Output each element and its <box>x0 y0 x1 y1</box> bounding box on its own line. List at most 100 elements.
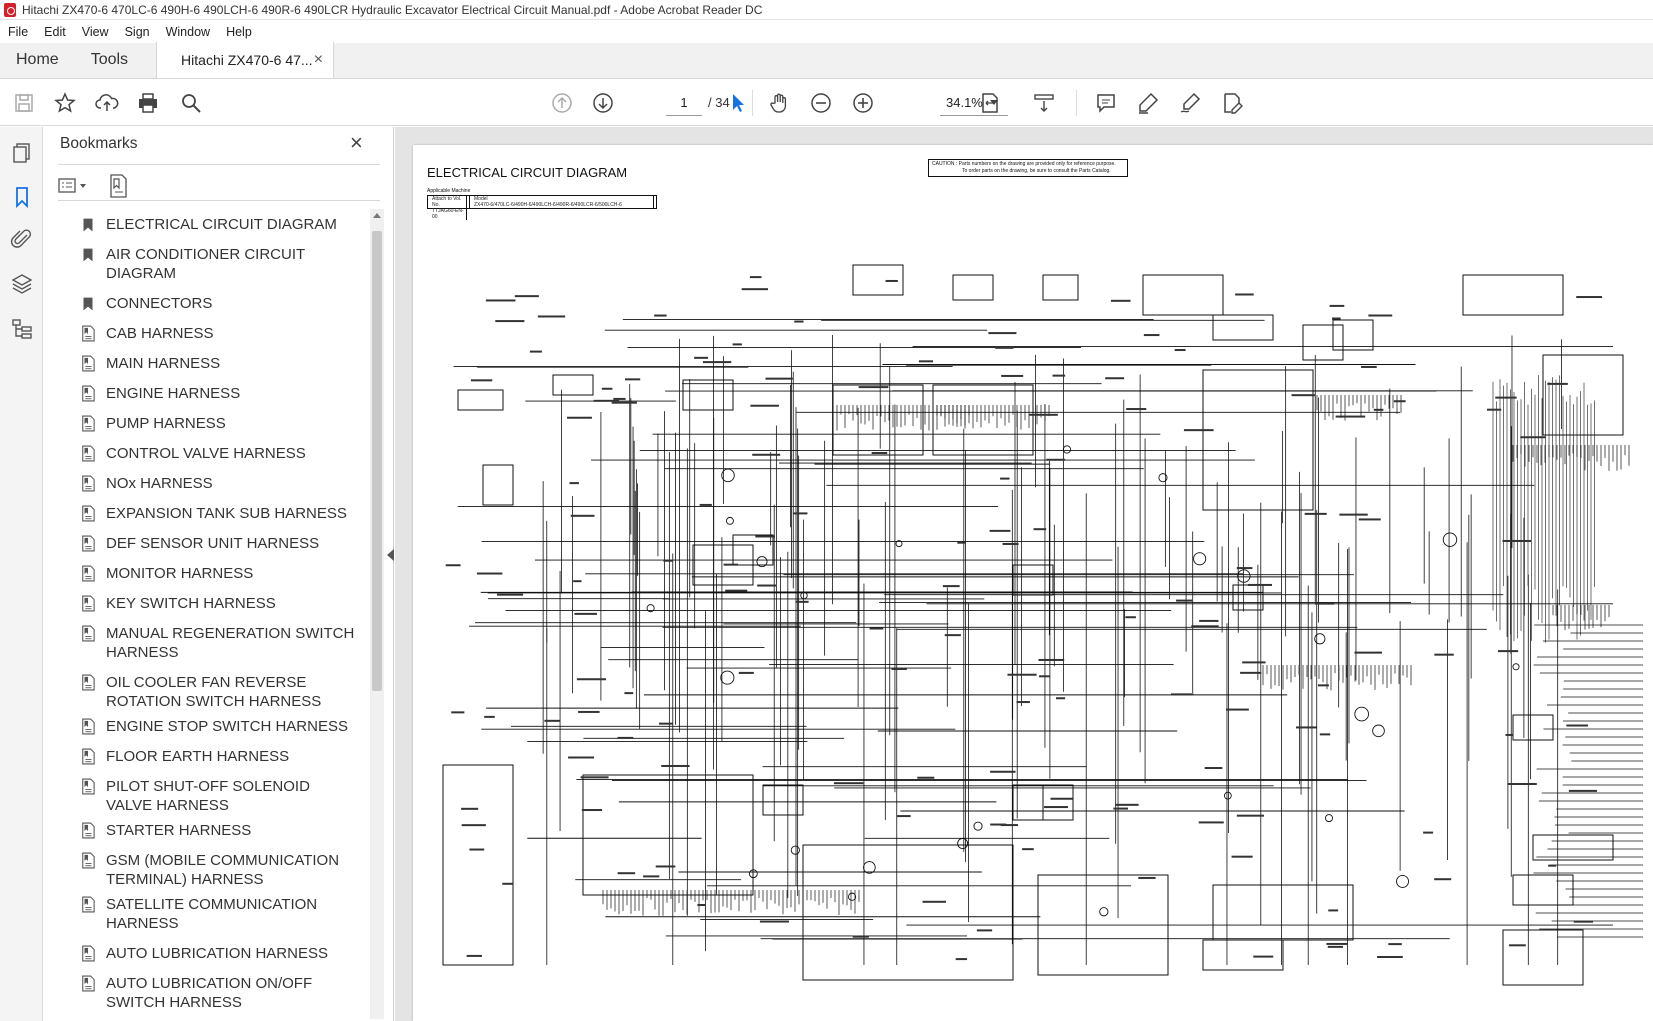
bookmark-item[interactable]: MONITOR HARNESS <box>60 564 358 583</box>
bookmark-item[interactable]: CAB HARNESS <box>60 324 358 343</box>
previous-page-icon[interactable] <box>550 91 574 115</box>
hand-tool-icon[interactable] <box>767 91 791 115</box>
bookmark-item[interactable]: CONNECTORS <box>60 294 358 313</box>
bookmark-item[interactable]: FLOOR EARTH HARNESS <box>60 747 358 766</box>
zoom-out-icon[interactable] <box>809 91 833 115</box>
select-cursor-icon[interactable] <box>726 91 750 115</box>
bookmark-icon <box>76 245 100 264</box>
bookmark-label: EXPANSION TANK SUB HARNESS <box>106 505 347 522</box>
bookmark-item[interactable]: ENGINE HARNESS <box>60 384 358 403</box>
bookmarks-toolbar <box>58 171 380 201</box>
bookmark-item[interactable]: DEF SENSOR UNIT HARNESS <box>60 534 358 553</box>
bookmark-item[interactable]: PILOT SHUT-OFF SOLENOID VALVE HARNESS <box>60 777 358 815</box>
bookmark-item[interactable]: CONTROL VALVE HARNESS <box>60 444 358 463</box>
bookmark-star-icon[interactable] <box>53 91 77 115</box>
bookmark-label: AUTO LUBRICATION HARNESS <box>106 945 328 962</box>
bookmark-item[interactable]: OIL COOLER FAN REVERSE ROTATION SWITCH H… <box>60 673 358 711</box>
bookmarks-scrollbar[interactable] <box>370 209 384 1019</box>
bookmarks-panel-icon[interactable] <box>10 185 34 209</box>
bookmark-label: PUMP HARNESS <box>106 415 226 432</box>
scroll-up-icon[interactable] <box>373 213 381 218</box>
bookmark-label: CONTROL VALVE HARNESS <box>106 445 306 462</box>
cloud-upload-icon[interactable] <box>95 91 119 115</box>
menu-edit[interactable]: Edit <box>44 25 66 39</box>
content-tree-icon[interactable] <box>10 317 34 341</box>
bookmark-label: MANUAL REGENERATION SWITCH HARNESS <box>106 625 355 661</box>
search-icon[interactable] <box>179 91 203 115</box>
attachments-icon[interactable] <box>10 227 34 251</box>
table-cell: TTJAG60-EN-00 <box>430 208 467 220</box>
bookmark-item[interactable]: PUMP HARNESS <box>60 414 358 433</box>
menu-file[interactable]: File <box>8 25 29 39</box>
bookmark-label: PILOT SHUT-OFF SOLENOID VALVE HARNESS <box>106 778 310 814</box>
bookmark-label: SATELLITE COMMUNICATION HARNESS <box>106 896 318 932</box>
layers-icon[interactable] <box>10 271 34 295</box>
sign-pen-icon[interactable] <box>1178 91 1202 115</box>
bookmark-label: CONNECTORS <box>106 295 213 312</box>
collapse-panel-icon[interactable] <box>387 549 394 561</box>
bookmark-page-icon <box>76 717 100 736</box>
bookmark-item[interactable]: AUTO LUBRICATION HARNESS <box>60 944 358 963</box>
fill-sign-icon[interactable] <box>1220 91 1244 115</box>
bookmark-label: NOx HARNESS <box>106 475 213 492</box>
bookmark-label: AIR CONDITIONER CIRCUIT DIAGRAM <box>106 246 305 282</box>
menu-view[interactable]: View <box>81 25 109 39</box>
tab-home[interactable]: Home <box>16 51 59 68</box>
close-panel-icon[interactable]: × <box>350 130 363 155</box>
bookmark-label: OIL COOLER FAN REVERSE ROTATION SWITCH H… <box>106 674 322 710</box>
document-viewport[interactable]: ELECTRICAL CIRCUIT DIAGRAM CAUTION : Par… <box>387 127 1653 1021</box>
bookmark-label: GSM (MOBILE COMMUNICATION TERMINAL) HARN… <box>106 852 340 888</box>
comment-icon[interactable] <box>1094 91 1118 115</box>
bookmark-item[interactable]: GSM (MOBILE COMMUNICATION TERMINAL) HARN… <box>60 851 358 889</box>
bookmark-page-icon <box>76 624 100 643</box>
bookmark-page-icon <box>76 974 100 993</box>
print-icon[interactable] <box>136 91 160 115</box>
page-total: / 34 <box>708 95 730 110</box>
bookmark-page-icon <box>76 594 100 613</box>
bookmark-page-icon <box>76 444 100 463</box>
next-page-icon[interactable] <box>591 91 615 115</box>
bookmark-item[interactable]: AUTO LUBRICATION ON/OFF SWITCH HARNESS <box>60 974 358 1012</box>
scroll-mode-icon[interactable] <box>1032 91 1056 115</box>
bookmark-icon <box>76 215 100 234</box>
menu-window[interactable]: Window <box>165 25 211 39</box>
scrollbar-thumb[interactable] <box>372 231 382 691</box>
tab-document[interactable]: Hitachi ZX470-6 47... × <box>156 42 335 78</box>
bookmark-label: ELECTRICAL CIRCUIT DIAGRAM <box>106 216 337 233</box>
new-bookmark-icon[interactable] <box>106 173 130 199</box>
page-number-input[interactable]: 1 <box>666 90 702 116</box>
bookmark-item[interactable]: ELECTRICAL CIRCUIT DIAGRAM <box>60 215 358 234</box>
bookmark-page-icon <box>76 747 100 766</box>
bookmark-options-icon[interactable] <box>58 175 92 197</box>
bookmark-item[interactable]: ENGINE STOP SWITCH HARNESS <box>60 717 358 736</box>
tab-tools[interactable]: Tools <box>90 51 129 68</box>
zoom-in-icon[interactable] <box>851 91 875 115</box>
bookmark-item[interactable]: EXPANSION TANK SUB HARNESS <box>60 504 358 523</box>
toolbar-separator <box>752 90 753 116</box>
bookmark-item[interactable]: KEY SWITCH HARNESS <box>60 594 358 613</box>
zoom-level-input[interactable]: 34.1% <box>940 90 1008 116</box>
bookmark-page-icon <box>76 534 100 553</box>
bookmark-page-icon <box>76 895 100 914</box>
bookmark-item[interactable]: NOx HARNESS <box>60 474 358 493</box>
page-fit-icon[interactable] <box>978 91 1002 115</box>
bookmark-item[interactable]: STARTER HARNESS <box>60 821 358 840</box>
bookmark-label: ENGINE STOP SWITCH HARNESS <box>106 718 348 735</box>
bookmark-item[interactable]: MAIN HARNESS <box>60 354 358 373</box>
menu-help[interactable]: Help <box>226 25 252 39</box>
bookmark-item[interactable]: AIR CONDITIONER CIRCUIT DIAGRAM <box>60 245 358 283</box>
bookmark-label: MONITOR HARNESS <box>106 565 254 582</box>
page-title: ELECTRICAL CIRCUIT DIAGRAM <box>427 165 628 180</box>
highlight-pen-icon[interactable] <box>1136 91 1160 115</box>
bookmark-page-icon <box>76 944 100 963</box>
bookmark-label: DEF SENSOR UNIT HARNESS <box>106 535 320 552</box>
bookmark-item[interactable]: SATELLITE COMMUNICATION HARNESS <box>60 895 358 933</box>
menu-sign[interactable]: Sign <box>124 25 150 39</box>
bookmark-item[interactable]: MANUAL REGENERATION SWITCH HARNESS <box>60 624 358 662</box>
bookmark-page-icon <box>76 821 100 840</box>
page-thumbnails-icon[interactable] <box>10 141 34 165</box>
save-icon[interactable] <box>12 91 36 115</box>
tab-close-icon[interactable]: × <box>313 51 324 68</box>
acrobat-app-icon <box>4 2 16 17</box>
